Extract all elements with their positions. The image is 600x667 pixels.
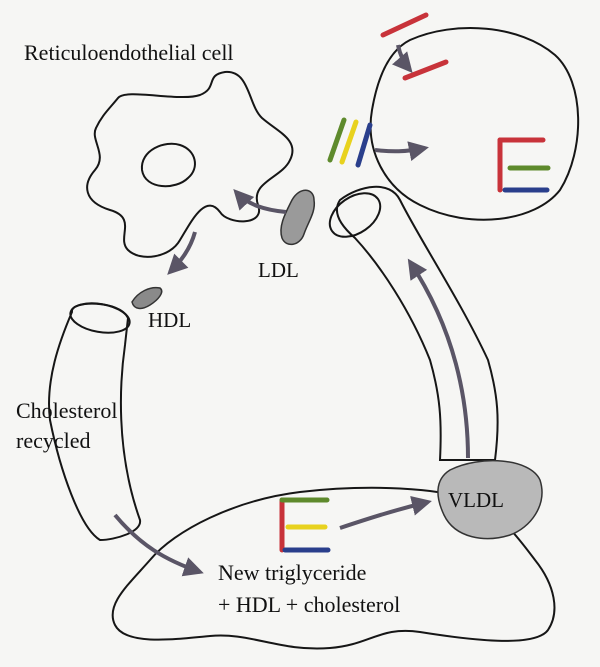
red-bar	[402, 59, 449, 81]
red-bar	[380, 12, 429, 38]
vldl-particle	[437, 460, 543, 540]
label-vldl: VLDL	[448, 488, 504, 512]
label-ldl: LDL	[258, 258, 299, 282]
arrow-triglyceride-to-vldl	[339, 496, 432, 530]
left-vessel-opening	[69, 302, 131, 334]
arrow-vldl-up-vessel	[407, 258, 470, 459]
arrow-cell-to-hdl	[167, 231, 197, 275]
label-new-triglyceride-line2: + HDL + cholesterol	[218, 592, 401, 617]
label-cholesterol-recycled-line1: Cholesterol	[16, 398, 118, 423]
hdl-particle	[131, 286, 163, 310]
ldl-particle	[280, 189, 316, 246]
right-vessel-outline	[335, 185, 499, 461]
arrow-recycled-into-liver	[113, 513, 204, 577]
arrow-ldl-to-cell	[233, 189, 287, 214]
label-reticuloendothelial-cell: Reticuloendothelial cell	[24, 40, 234, 65]
label-cholesterol-recycled-line2: recycled	[16, 428, 91, 453]
label-hdl: HDL	[148, 308, 192, 332]
triglyceride-e-in-cell	[497, 137, 551, 193]
triglyceride-e-in-liver	[279, 497, 331, 553]
blue-bar	[355, 122, 373, 168]
green-bar	[327, 117, 347, 163]
cell-nucleus-outline	[140, 142, 196, 188]
arrow-fatty-acids-into-cell	[391, 44, 413, 74]
yellow-bar	[339, 119, 359, 165]
label-new-triglyceride-line1: New triglyceride	[218, 560, 367, 585]
incoming-fatty-acid-bars	[380, 12, 449, 81]
triglyceride-diagonal-bars	[327, 117, 373, 168]
arrow-triglyceride-into-cell	[374, 141, 429, 161]
right-vessel-opening	[328, 192, 382, 238]
liver-organ-outline	[111, 486, 556, 650]
reticuloendothelial-cell-outline	[86, 70, 294, 258]
target-cell-outline	[369, 27, 580, 221]
